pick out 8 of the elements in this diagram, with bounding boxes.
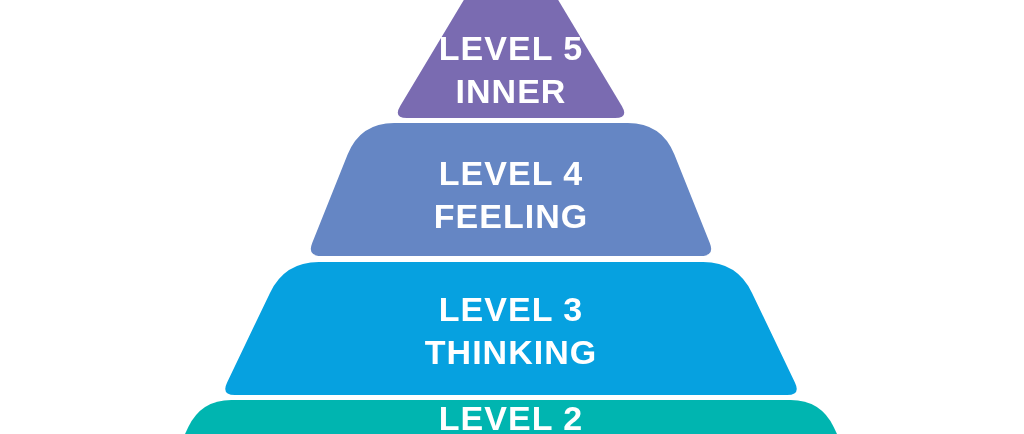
level-label: LEVEL 3	[438, 292, 584, 326]
level-label: FEELING	[433, 199, 589, 233]
level-label: LEVEL 2	[438, 401, 584, 434]
level-label: THINKING	[424, 335, 598, 369]
pyramid-level	[185, 400, 837, 434]
level-label: LEVEL 4	[438, 156, 584, 190]
level-label: INNER	[455, 74, 567, 108]
level-label: LEVEL 5	[438, 31, 584, 65]
